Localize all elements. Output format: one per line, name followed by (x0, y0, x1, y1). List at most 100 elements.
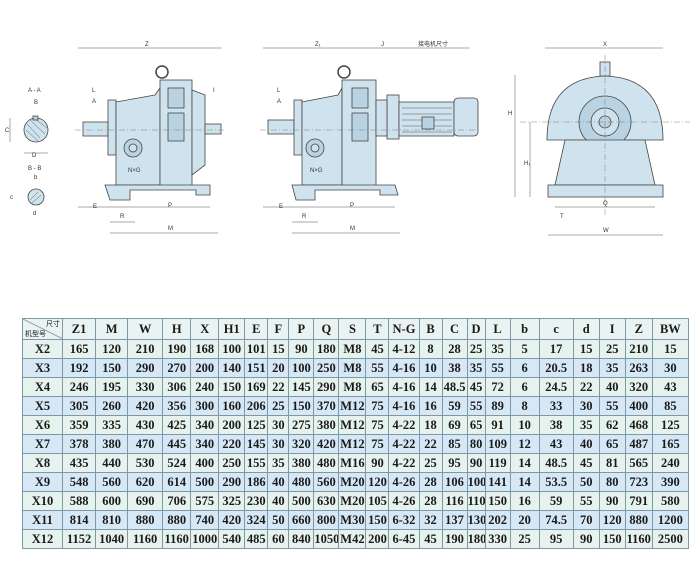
column-header: Q (313, 318, 340, 340)
table-cell: 168 (190, 339, 220, 359)
table-cell: 48.5 (538, 453, 574, 473)
table-cell: 120 (95, 339, 129, 359)
column-header: C (441, 318, 468, 340)
column-header: S (338, 318, 367, 340)
table-cell: 206 (244, 396, 269, 416)
table-cell: 485 (244, 529, 269, 549)
table-cell: 290 (218, 472, 246, 492)
table-cell: 130 (466, 510, 486, 530)
table-cell: 192 (62, 358, 97, 378)
table-cell: 305 (62, 396, 97, 416)
table-cell: M12 (338, 396, 367, 416)
table-cell: 4-26 (388, 472, 420, 492)
table-cell: 370 (313, 396, 340, 416)
table-cell: 445 (162, 434, 192, 454)
column-header: I (598, 318, 626, 340)
table-cell: 69 (441, 415, 468, 435)
dim-label: T (560, 214, 564, 220)
table-cell: 62 (598, 415, 626, 435)
table-cell: 35 (572, 415, 600, 435)
table-cell: 180 (466, 529, 486, 549)
table-cell: 390 (651, 472, 690, 492)
table-cell: 706 (162, 491, 192, 511)
column-header: c (538, 318, 574, 340)
table-cell: 25 (509, 529, 540, 549)
table-cell: 150 (218, 377, 246, 397)
table-cell: 660 (288, 510, 315, 530)
table-cell: 1200 (651, 510, 690, 530)
table-cell: 240 (651, 453, 690, 473)
column-header: D (466, 318, 486, 340)
table-cell: 810 (95, 510, 129, 530)
table-cell: 200 (365, 529, 390, 549)
table-cell: 4-22 (388, 415, 420, 435)
table-cell: 90 (572, 529, 600, 549)
table-cell: 500 (288, 491, 315, 511)
section-bb-label: B - B (28, 166, 41, 172)
table-cell: 14 (509, 472, 540, 492)
table-cell: 270 (162, 358, 192, 378)
table-cell: 380 (95, 434, 129, 454)
table-cell: 880 (127, 510, 164, 530)
table-cell: 190 (162, 339, 192, 359)
model-cell: X2 (21, 339, 64, 359)
table-cell: M42 (338, 529, 367, 549)
table-cell: 150 (484, 491, 511, 511)
shaft-section-bb: B - B b c d (10, 166, 45, 217)
table-cell: 120 (365, 472, 390, 492)
dim-label: c (10, 195, 13, 201)
model-cell: X4 (21, 377, 64, 397)
table-cell: 588 (62, 491, 97, 511)
table-cell: 435 (62, 453, 97, 473)
column-header: N-G (388, 318, 420, 340)
table-cell: 74.5 (538, 510, 574, 530)
table-cell: 59 (441, 396, 468, 416)
table-cell: 50 (572, 472, 600, 492)
table-cell: 25 (418, 453, 443, 473)
table-cell: M8 (338, 339, 367, 359)
table-cell: 814 (62, 510, 97, 530)
section-aa-label: A - A (28, 88, 41, 94)
table-cell: 240 (190, 377, 220, 397)
table-cell: 14 (418, 377, 443, 397)
table-cell: 880 (624, 510, 653, 530)
table-cell: M20 (338, 491, 367, 511)
table-cell: 250 (313, 358, 340, 378)
table-cell: 880 (162, 510, 192, 530)
table-cell: 45 (365, 339, 390, 359)
table-cell: 90 (466, 453, 486, 473)
table-cell: 200 (190, 358, 220, 378)
model-cell: X10 (21, 491, 64, 511)
table-cell: 55 (466, 396, 486, 416)
table-cell: 6 (509, 377, 540, 397)
table-cell: 524 (162, 453, 192, 473)
table-cell: 150 (95, 358, 129, 378)
table-cell: 1040 (95, 529, 129, 549)
table-cell: 330 (127, 377, 164, 397)
table-cell: 43 (651, 377, 690, 397)
table-cell: 548 (62, 472, 97, 492)
reducer-side-view: Z L A I N×G E P R M (75, 42, 225, 234)
dim-label: Z (145, 42, 149, 48)
table-cell: 430 (127, 415, 164, 435)
table-cell: 16 (418, 396, 443, 416)
table-cell: 8 (509, 396, 540, 416)
table-corner-cell: 尺寸 机型号 (21, 318, 64, 340)
table-cell: 560 (95, 472, 129, 492)
table-cell: 275 (288, 415, 315, 435)
table-cell: 356 (162, 396, 192, 416)
model-cell: X6 (21, 415, 64, 435)
table-cell: 33 (538, 396, 574, 416)
table-cell: 75 (365, 434, 390, 454)
table-cell: 137 (441, 510, 468, 530)
technical-drawings: A - A B C D B - B b c d Z L A I N×G E (5, 40, 690, 236)
table-cell: 800 (313, 510, 340, 530)
table-cell: 1160 (624, 529, 653, 549)
table-cell: 65 (365, 377, 390, 397)
table-cell: 420 (313, 434, 340, 454)
table-cell: 4-22 (388, 453, 420, 473)
